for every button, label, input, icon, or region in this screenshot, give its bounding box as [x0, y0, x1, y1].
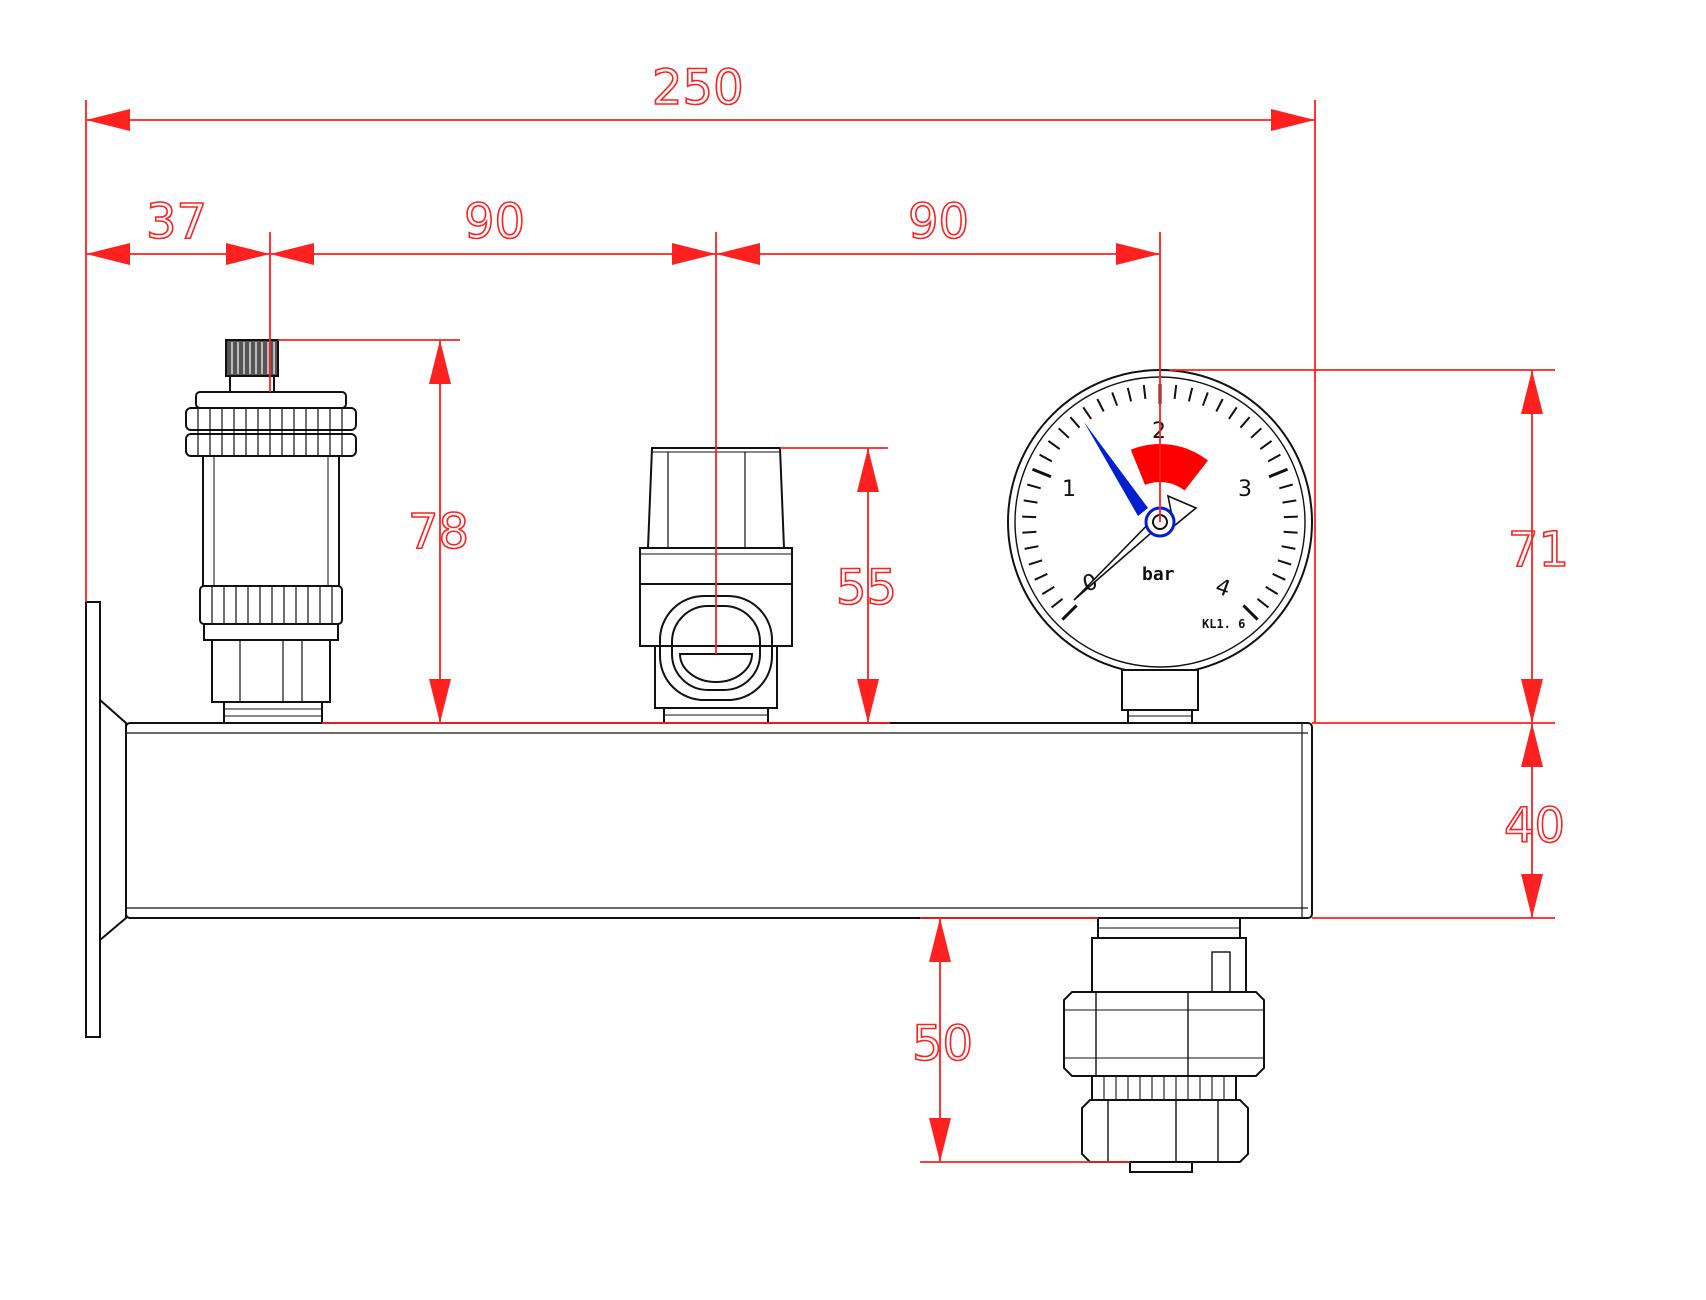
- gauge-tick: [1041, 585, 1055, 595]
- gauge-tick: [1265, 585, 1279, 595]
- gauge-red-band: [1130, 444, 1208, 491]
- gauge-tick: [1267, 453, 1281, 463]
- dimension-air-vent-to-safety-valve: 90: [464, 194, 525, 250]
- gauge-label-2: 2: [1152, 419, 1166, 444]
- gauge-tick: [1061, 604, 1078, 621]
- gauge-unit: bar: [1142, 564, 1175, 585]
- dimension-overall-width: 250: [652, 60, 744, 116]
- gauge-label-4: 4: [1212, 574, 1234, 602]
- gauge-tick: [1215, 398, 1224, 412]
- gauge-tick: [1142, 384, 1147, 400]
- gauge-tick: [1279, 483, 1294, 490]
- gauge-tick: [1022, 515, 1037, 519]
- gauge-tick: [1173, 384, 1178, 400]
- automatic-air-vent-icon: [185, 339, 357, 724]
- gauge-tick: [1250, 427, 1262, 439]
- gauge-tick: [1039, 453, 1053, 463]
- gauge-tick: [1058, 427, 1070, 439]
- gauge-tick: [1111, 392, 1119, 407]
- header-pipe: [125, 722, 1313, 919]
- gauge-tick: [1050, 598, 1064, 609]
- gauge-tick: [1272, 572, 1286, 581]
- gauge-tick: [1259, 440, 1273, 450]
- gauge-label-3: 3: [1238, 477, 1252, 502]
- gauge-accuracy-class: KL1. 6: [1202, 617, 1245, 631]
- dimension-bottom-connection-length: 50: [912, 1016, 973, 1072]
- gauge-tick: [1047, 440, 1061, 450]
- gauge-tick: [1126, 387, 1133, 402]
- gauge-tick: [1096, 398, 1105, 412]
- union-connector-icon: [1063, 917, 1265, 1173]
- gauge-tick: [1281, 545, 1296, 550]
- gauge-tick: [1023, 499, 1038, 504]
- gauge-tick: [1283, 515, 1298, 519]
- wall-flange: [85, 601, 127, 1038]
- gauge-tick: [1022, 530, 1037, 534]
- dimension-safety-valve-to-gauge: 90: [908, 194, 969, 250]
- gauge-tick: [1228, 406, 1238, 420]
- gauge-tick: [1031, 467, 1052, 479]
- gauge-tick: [1034, 572, 1048, 581]
- dimension-flange-to-air-vent: 37: [146, 194, 207, 250]
- gauge-tick: [1024, 545, 1039, 550]
- gauge-tick: [1082, 406, 1092, 420]
- gauge-tick: [1201, 392, 1209, 407]
- gauge-tick: [1239, 416, 1251, 429]
- gauge-label-1: 1: [1062, 477, 1076, 502]
- gauge-blue-pointer: [1084, 422, 1148, 516]
- gauge-tick: [1282, 499, 1297, 504]
- gauge-tick: [1277, 559, 1292, 566]
- gauge-tick: [1026, 483, 1041, 490]
- gauge-tick: [1268, 467, 1289, 479]
- gauge-tick: [1283, 530, 1298, 534]
- gauge-tick: [1187, 387, 1194, 402]
- dimension-air-vent-height: 78: [408, 504, 469, 560]
- dimension-lines: [85, 100, 1555, 1163]
- dimension-safety-valve-height: 55: [836, 560, 897, 616]
- gauge-scale-ticks: [1022, 384, 1298, 621]
- gauge-tick: [1256, 598, 1270, 609]
- gauge-tick: [1242, 604, 1259, 621]
- gauge-tick: [1069, 416, 1081, 429]
- dimension-header-height: 40: [1504, 798, 1565, 854]
- dimension-gauge-height: 71: [1508, 522, 1569, 578]
- gauge-tick: [1028, 559, 1043, 566]
